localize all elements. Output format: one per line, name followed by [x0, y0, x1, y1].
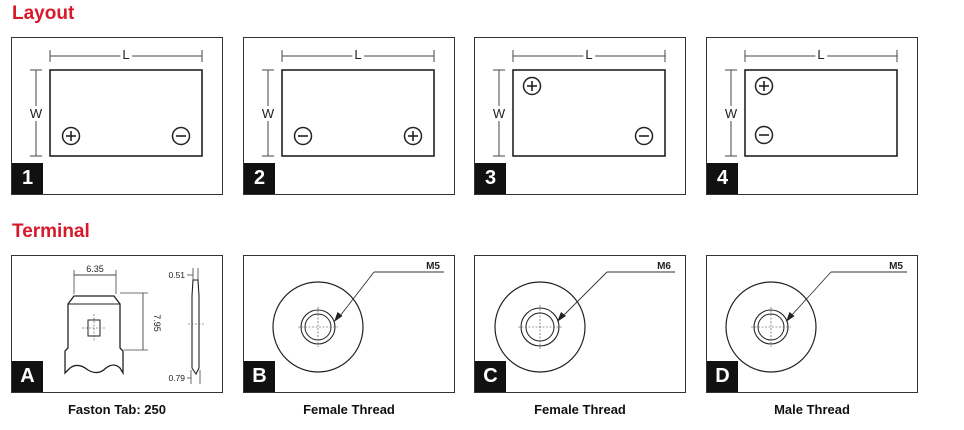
width-label: W: [725, 106, 738, 121]
terminal-panel-c: M6 C: [474, 255, 686, 393]
layout-diagram-2: L W: [259, 44, 435, 157]
width-label: W: [262, 106, 275, 121]
layout-panel-3: L W 3: [474, 37, 686, 195]
thread-size-label: M5: [889, 261, 903, 272]
terminal-caption-a: Faston Tab: 250: [67, 402, 166, 417]
positive-terminal-icon: [754, 76, 774, 96]
terminal-badge-c: C: [475, 361, 506, 392]
layout-diagram-3: L W: [490, 44, 666, 157]
female-thread-drawing-c: M6: [494, 261, 675, 373]
length-label: L: [122, 47, 129, 62]
layout-diagram-4: L W: [722, 44, 898, 157]
negative-terminal-icon: [634, 126, 654, 146]
terminal-caption-b: Female Thread: [303, 402, 395, 417]
layout-section-title: Layout: [12, 3, 75, 24]
positive-terminal-icon: [522, 76, 542, 96]
thread-size-label: M5: [426, 261, 440, 272]
tab-height-dimension: 7.95: [152, 314, 162, 332]
terminal-badge-a: A: [12, 361, 43, 392]
layout-panel-4: L W 4: [706, 37, 918, 195]
width-label: W: [493, 106, 506, 121]
layout-badge-2: 2: [244, 163, 275, 194]
terminal-badge-d: D: [707, 361, 738, 392]
terminal-section-title: Terminal: [12, 221, 90, 242]
male-thread-drawing-d: M5: [725, 261, 907, 373]
terminal-panel-a: 6.35 7.95 0.51 0.79 A: [11, 255, 223, 393]
layout-panel-1: L W 1: [11, 37, 223, 195]
tab-thickness-dimension: 0.51: [168, 270, 185, 280]
positive-terminal-icon: [61, 126, 81, 146]
terminal-panel-b: M5 B: [243, 255, 455, 393]
female-thread-drawing-b: M5: [272, 261, 444, 373]
thread-size-label: M6: [657, 261, 671, 272]
negative-terminal-icon: [171, 126, 191, 146]
length-label: L: [354, 47, 361, 62]
negative-terminal-icon: [754, 125, 774, 145]
layout-diagram-1: L W: [27, 44, 203, 157]
layout-panel-2: L W 2: [243, 37, 455, 195]
length-label: L: [817, 47, 824, 62]
terminal-panel-d: M5 D: [706, 255, 918, 393]
layout-badge-4: 4: [707, 163, 738, 194]
width-label: W: [30, 106, 43, 121]
tab-base-dimension: 0.79: [168, 373, 185, 383]
length-label: L: [585, 47, 592, 62]
faston-tab-drawing: 6.35 7.95 0.51 0.79: [64, 264, 204, 384]
layout-badge-3: 3: [475, 163, 506, 194]
terminal-caption-c: Female Thread: [534, 402, 626, 417]
terminal-caption-d: Male Thread: [774, 402, 850, 417]
tab-width-dimension: 6.35: [86, 264, 104, 274]
layout-badge-1: 1: [12, 163, 43, 194]
negative-terminal-icon: [293, 126, 313, 146]
terminal-badge-b: B: [244, 361, 275, 392]
positive-terminal-icon: [403, 126, 423, 146]
